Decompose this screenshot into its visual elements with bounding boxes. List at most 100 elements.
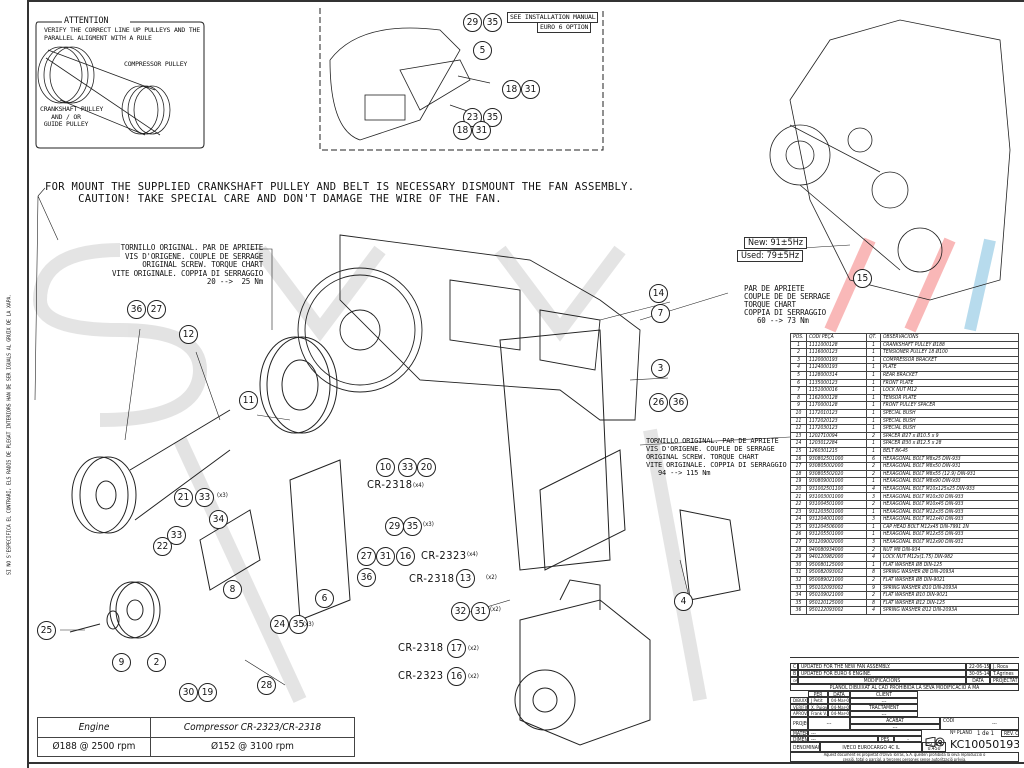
- escala-label: ESCALA: [922, 742, 946, 747]
- pes-label: PES: [878, 736, 894, 742]
- part-balloon-27: 27: [357, 547, 376, 566]
- part-qty: 1: [866, 370, 881, 380]
- rev-b-text: UPDATED FOR EURO 6 ENGINE.: [798, 670, 966, 677]
- watermark-flag: [824, 237, 996, 333]
- part-code: 940120982000: [806, 553, 867, 562]
- leader-lines: [34, 187, 851, 686]
- part-qty: 1: [866, 522, 881, 532]
- part-pos: 32: [790, 576, 807, 585]
- part-balloon-30: 30: [179, 683, 198, 702]
- revision-label: REV. C: [1001, 730, 1019, 737]
- torque-note-1: TORNILLO ORIGINAL. PAR DE APRIETE VIS D'…: [112, 243, 264, 286]
- part-pos: 26: [790, 530, 807, 540]
- cad-notice: PLÀNOL DIBUIXAT AL CAD PROHIBIDA LA SEVA…: [790, 684, 1019, 691]
- drawing-number: KC10050193: [950, 738, 1019, 751]
- part-description: HEXAGONAL BOLT M8x55 (12.9) DIN-931: [880, 469, 1019, 479]
- part-description: LOCK NUT M12x(1.75) DIN-982: [880, 553, 1019, 562]
- part-code: 931203501000: [806, 507, 867, 517]
- part-pos: 12: [790, 424, 807, 433]
- part-code: 1172030123: [806, 424, 867, 433]
- part-description: TENSIONER PULLEY 18 Ø100: [880, 348, 1019, 357]
- part-balloon-31: 31: [471, 602, 490, 621]
- part-code: 1116000123: [806, 348, 867, 357]
- compressor-model-tag: CR-2318: [367, 478, 413, 491]
- part-pos: 16: [790, 454, 807, 464]
- part-qty: 8: [866, 598, 881, 608]
- part-balloon-4: 4: [674, 592, 693, 611]
- part-qty: 2: [866, 431, 881, 441]
- per-header: PER: [808, 691, 828, 697]
- part-code: 950102093002: [806, 583, 867, 593]
- compressor-model-tag: CR-2318: [409, 572, 455, 585]
- date-header: DATA: [828, 691, 850, 697]
- part-code: 1202710094: [806, 431, 867, 441]
- part-description: COMPRESSOR BRACKET: [880, 355, 1019, 365]
- part-code: 931204506000: [806, 522, 867, 532]
- belt-frequency-new: New: 91±5Hz: [744, 237, 808, 249]
- part-code: 931204001000: [806, 515, 867, 524]
- torque-note-3: TORNILLO ORIGINAL. PAR DE APRIETE VIS D'…: [646, 437, 787, 477]
- part-description: HEXAGONAL BOLT M10x45 DIN-933: [880, 500, 1019, 509]
- part-code: 1162000128: [806, 393, 867, 403]
- part-balloon-16: 16: [447, 667, 466, 686]
- part-code: 950089021000: [806, 576, 867, 585]
- part-description: TENSOR PLATE: [880, 393, 1019, 403]
- part-qty: 1: [866, 416, 881, 426]
- speed-table: Engine Compressor CR-2323/CR-2318 Ø188 @…: [37, 717, 355, 757]
- part-qty: 1: [866, 408, 881, 418]
- part-qty: 1: [866, 386, 881, 395]
- part-balloon-8: 8: [223, 580, 242, 599]
- projecte-label: PROJECTE: [790, 717, 808, 730]
- parts-table-header: POS. CODI PEÇA QT. OBSERVACIONS: [790, 333, 1019, 342]
- part-code: 950122093002: [806, 606, 867, 615]
- part-description: HEXAGONAL BOLT M10x125x25 DIN-933: [880, 484, 1019, 494]
- part-qty: 4: [866, 553, 881, 562]
- part-qty: 1: [866, 363, 881, 372]
- part-balloon-24: 24: [270, 615, 289, 634]
- part-pos: 27: [790, 538, 807, 547]
- part-code: 930805502020: [806, 469, 867, 479]
- part-qty: 6: [866, 454, 881, 464]
- part-code: 1170000128: [806, 401, 867, 410]
- part-balloon-35: 35: [483, 108, 502, 127]
- part-pos: 11: [790, 416, 807, 426]
- part-balloon-21: 21: [174, 488, 193, 507]
- ownership-footer: Aquest document es propietat d'Oliva Tor…: [790, 752, 1019, 762]
- part-pos: 15: [790, 446, 807, 456]
- part-pos: 24: [790, 515, 807, 524]
- part-code: 931002501100: [806, 484, 867, 494]
- part-code: 1111000128: [806, 340, 867, 350]
- part-qty: 2: [866, 462, 881, 471]
- tractament-label: TRACTAMENT: [850, 704, 918, 711]
- part-balloon-22: 22: [153, 537, 172, 556]
- part-qty: 4: [866, 606, 881, 615]
- part-balloon-36: 36: [357, 568, 376, 587]
- part-qty: 8: [866, 568, 881, 577]
- part-qty: 3: [866, 515, 881, 524]
- part-qty: 1: [866, 530, 881, 540]
- torque-note-2: PAR DE APRIETE COUPLE DE DE SERRAGE TORQ…: [744, 284, 831, 325]
- client-label: CLIENT: [850, 691, 918, 698]
- part-qty: 2: [866, 545, 881, 555]
- part-description: SPECIAL BUSH: [880, 408, 1019, 418]
- rev-header-order: ORDRE: [790, 677, 798, 684]
- part-balloon-33: 33: [195, 488, 214, 507]
- signoff-role: APROVA: [790, 710, 808, 718]
- client-value: ---: [850, 698, 918, 704]
- part-pos: 5: [790, 370, 807, 380]
- rev-b-date: 30-05-14: [966, 670, 990, 677]
- part-balloon-34: 34: [209, 510, 228, 529]
- speed-engine-value: Ø188 @ 2500 rpm: [38, 738, 151, 756]
- part-pos: 8: [790, 393, 807, 403]
- part-qty: 1: [866, 393, 881, 403]
